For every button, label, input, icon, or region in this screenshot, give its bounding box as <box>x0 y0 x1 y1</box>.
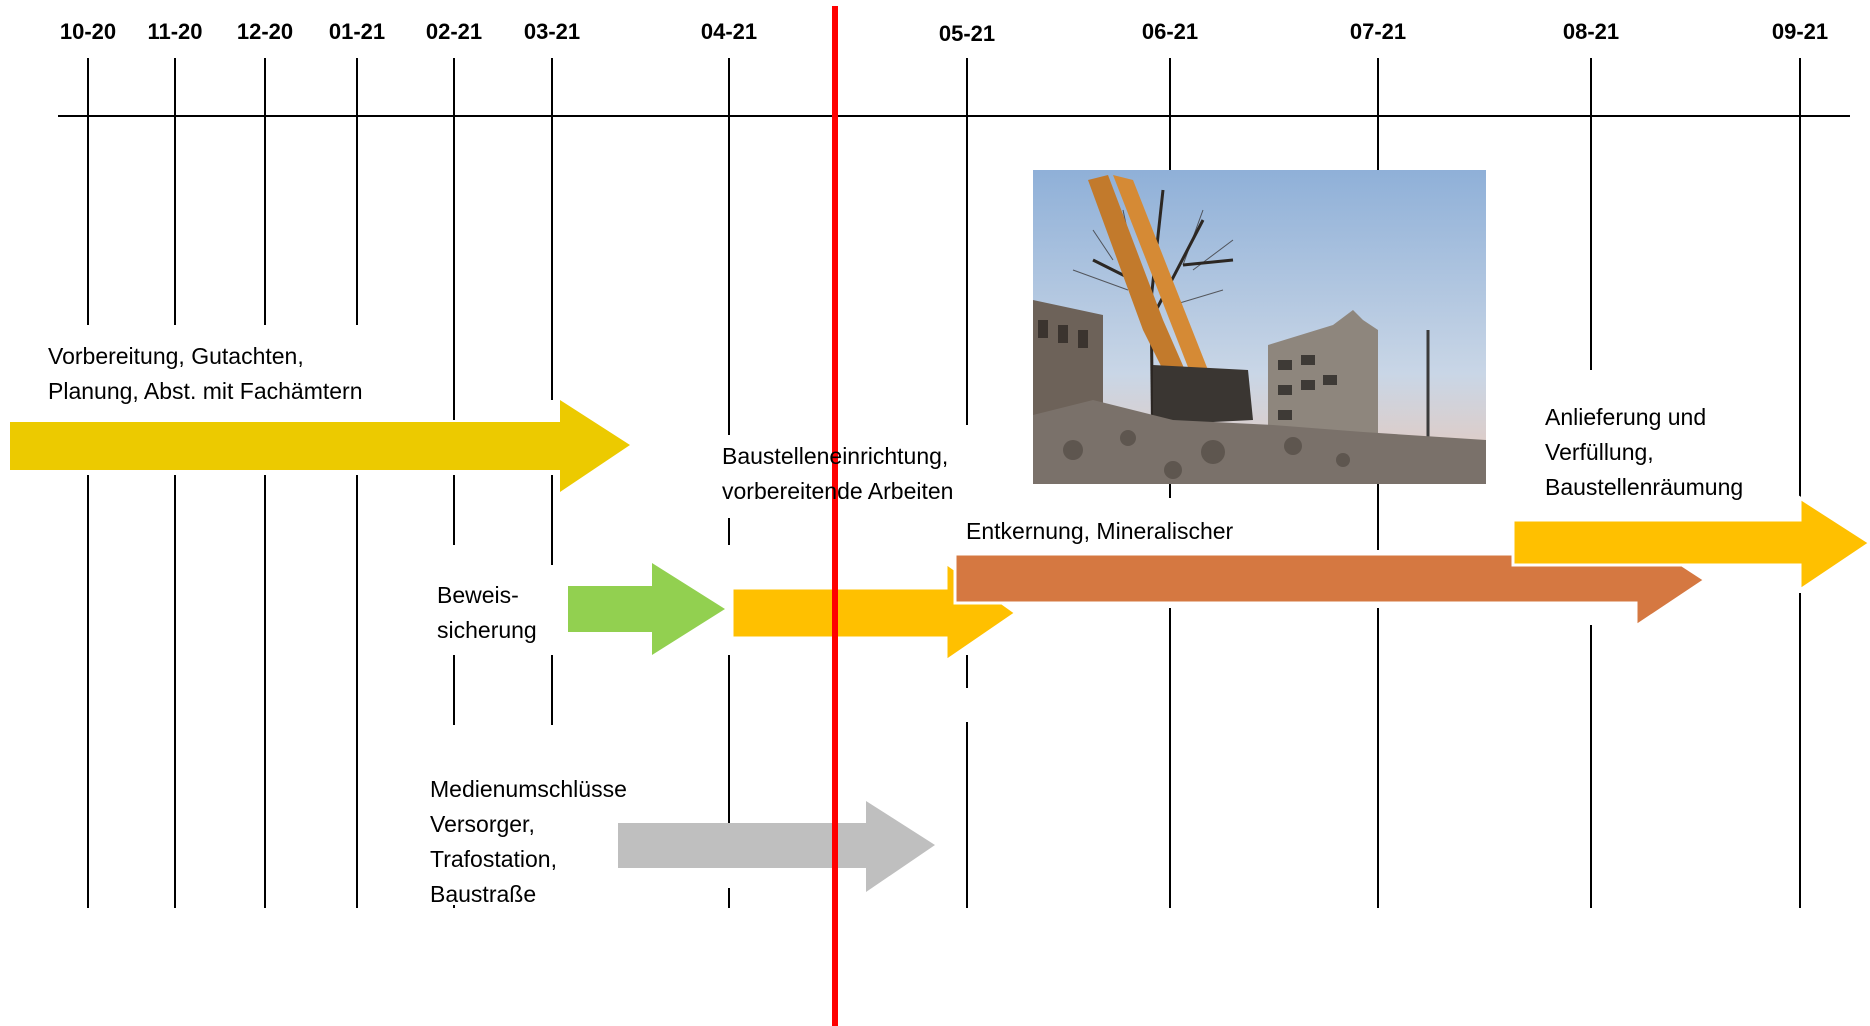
month-label: 10-20 <box>60 19 116 44</box>
label-beweissicherung: Beweis- sicherung <box>437 582 537 643</box>
arrow-medienumschluesse <box>618 801 935 892</box>
month-label: 05-21 <box>939 21 995 46</box>
month-label: 08-21 <box>1563 19 1619 44</box>
label-vorbereitung: Vorbereitung, Gutachten, Planung, Abst. … <box>48 343 363 404</box>
month-label: 11-20 <box>147 19 202 44</box>
demolition-site-photo <box>1033 170 1486 484</box>
arrow-vorbereitung <box>10 400 630 492</box>
month-gridlines <box>87 58 1801 908</box>
month-label: 03-21 <box>524 19 580 44</box>
month-label: 02-21 <box>426 19 482 44</box>
arrow-baustelleneinrichtung <box>730 560 1019 664</box>
label-entkernung: Entkernung, Mineralischer <box>966 518 1234 544</box>
month-label: 04-21 <box>701 19 757 44</box>
arrow-beweissicherung <box>568 563 725 655</box>
label-baustelleneinrichtung: Baustelleneinrichtung, vorbereitende Arb… <box>722 443 954 504</box>
month-label: 09-21 <box>1772 19 1828 44</box>
label-medienumschluesse: Medienumschlüsse Versorger, Trafostation… <box>430 776 627 907</box>
month-labels: 10-20 11-20 12-20 01-21 02-21 03-21 04-2… <box>60 19 1828 46</box>
arrow-anlieferung <box>1511 495 1870 593</box>
month-label: 06-21 <box>1142 19 1198 44</box>
month-label: 01-21 <box>329 19 385 44</box>
month-label: 12-20 <box>237 19 293 44</box>
label-anlieferung: Anlieferung und Verfüllung, Baustellenrä… <box>1545 404 1744 500</box>
month-label: 07-21 <box>1350 19 1406 44</box>
